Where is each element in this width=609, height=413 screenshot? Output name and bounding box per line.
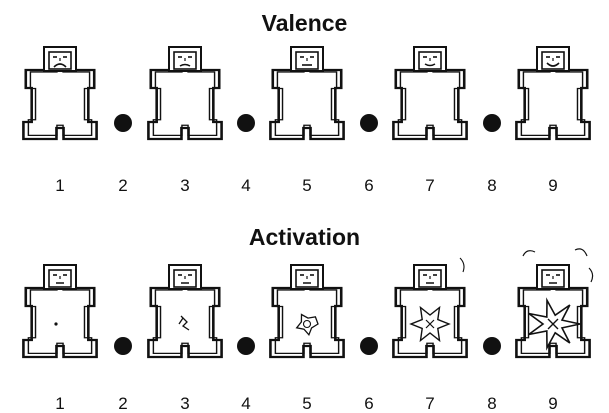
scale-dot-8 (483, 114, 501, 132)
mouth (424, 63, 436, 67)
sam-figure-5 (269, 264, 345, 359)
scale-dot-6 (360, 114, 378, 132)
motion-line (459, 257, 465, 273)
burst-core (425, 319, 435, 329)
scale-dot-2 (114, 114, 132, 132)
activation-medium-burst (295, 313, 319, 337)
sam-figure-5 (269, 46, 345, 141)
burst-core (547, 318, 559, 330)
sam-figure-3 (147, 264, 223, 359)
scale-number: 9 (548, 176, 557, 195)
sam-figure-7 (392, 46, 468, 141)
scale-number: 1 (55, 176, 64, 195)
scale-number: 2 (118, 394, 127, 413)
sam-figure-7 (392, 257, 468, 359)
activation-scale: 1 2 3 4 5 6 7 8 9 (22, 248, 594, 413)
sam-figure-1 (22, 264, 98, 359)
motion-lines (522, 248, 594, 283)
mouth (546, 62, 560, 67)
activation-title: Activation (248, 224, 361, 250)
mouth (53, 63, 67, 68)
scale-dot-4 (237, 114, 255, 132)
valence-scale: 1 2 3 4 5 6 7 8 9 (22, 46, 591, 195)
sam-figure-9 (515, 46, 591, 141)
scale-number: 8 (487, 394, 496, 413)
scale-number: 3 (180, 394, 189, 413)
sam-figure-3 (147, 46, 223, 141)
scale-dot-6 (360, 337, 378, 355)
scale-dot-2 (114, 337, 132, 355)
scale-number: 7 (425, 176, 434, 195)
scale-number: 8 (487, 176, 496, 195)
valence-title: Valence (261, 10, 348, 36)
scale-number: 5 (302, 394, 311, 413)
sam-figure-1 (22, 46, 98, 141)
scale-number: 4 (241, 176, 250, 195)
scale-number: 6 (364, 176, 373, 195)
scale-number: 2 (118, 176, 127, 195)
scale-number: 5 (302, 176, 311, 195)
scale-dot-8 (483, 337, 501, 355)
scale-dot-4 (237, 337, 255, 355)
scale-number: 9 (548, 394, 557, 413)
activation-explosion (528, 297, 581, 351)
mouth (179, 63, 191, 67)
scale-number: 1 (55, 394, 64, 413)
burst-core (302, 319, 312, 329)
scale-number: 4 (241, 394, 250, 413)
scale-number: 3 (180, 176, 189, 195)
sam-figure-9 (515, 248, 594, 359)
scale-number: 6 (364, 394, 373, 413)
activation-dot (54, 322, 58, 326)
activation-large-burst (409, 305, 451, 343)
scale-number: 7 (425, 394, 434, 413)
activation-small-burst (178, 315, 190, 331)
